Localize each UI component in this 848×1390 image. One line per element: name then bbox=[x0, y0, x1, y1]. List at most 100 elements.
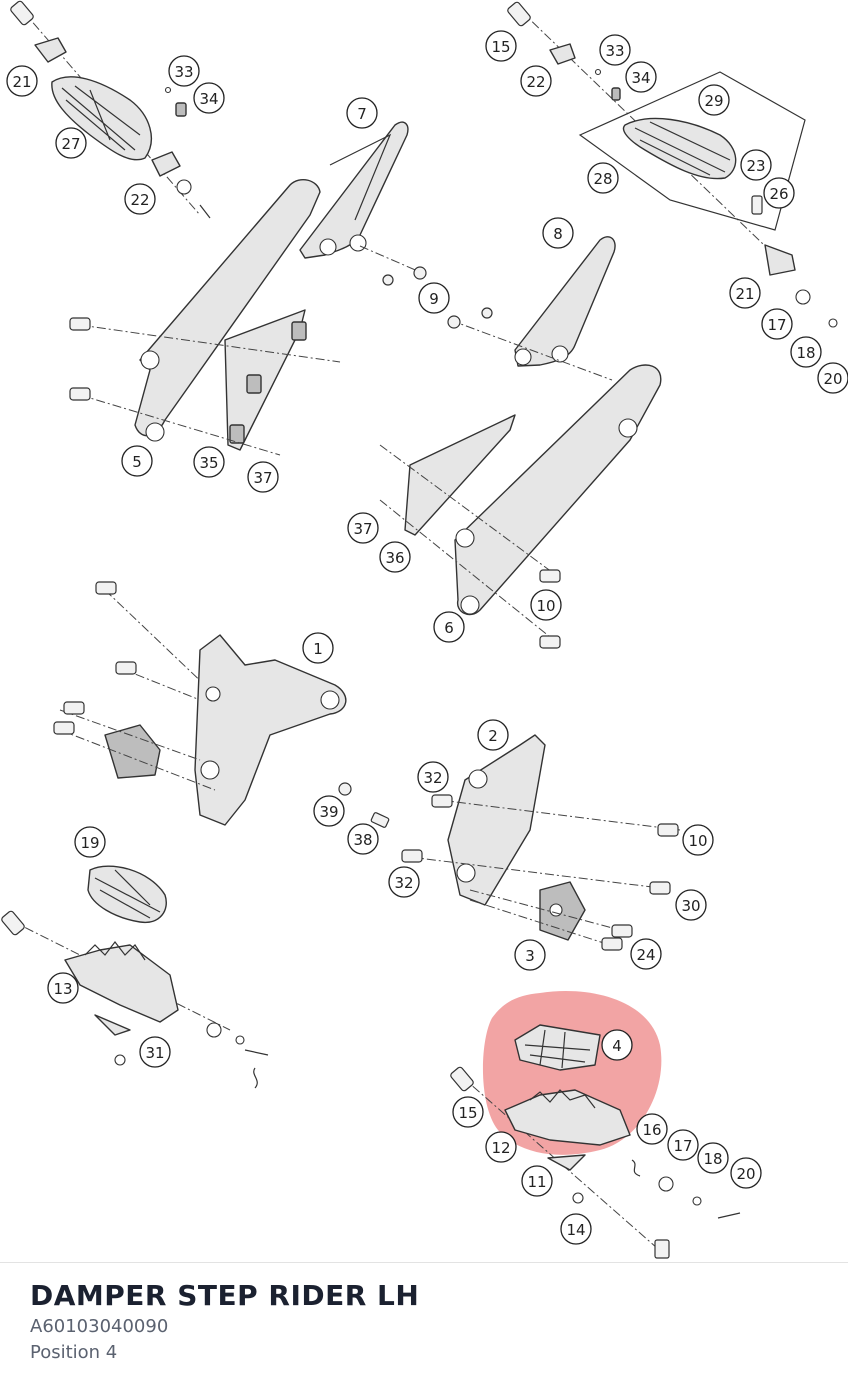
callout-36[interactable]: 36 bbox=[379, 541, 411, 573]
part-title: DAMPER STEP RIDER LH bbox=[30, 1279, 420, 1312]
callout-number: 29 bbox=[704, 92, 723, 110]
callout-number: 10 bbox=[536, 597, 555, 615]
callout-12[interactable]: 12 bbox=[485, 1131, 517, 1163]
callout-15[interactable]: 15 bbox=[485, 30, 517, 62]
part-number: A60103040090 bbox=[30, 1316, 169, 1337]
callout-number: 26 bbox=[769, 185, 788, 203]
callout-22[interactable]: 22 bbox=[124, 183, 156, 215]
callout-6[interactable]: 6 bbox=[433, 611, 465, 643]
callout-circle bbox=[697, 1142, 729, 1174]
callout-number: 9 bbox=[429, 290, 439, 308]
callout-22[interactable]: 22 bbox=[520, 65, 552, 97]
callout-34[interactable]: 34 bbox=[625, 61, 657, 93]
callout-number: 15 bbox=[458, 1104, 477, 1122]
callout-number: 4 bbox=[612, 1037, 622, 1055]
callout-14[interactable]: 14 bbox=[560, 1213, 592, 1245]
callout-number: 2 bbox=[488, 727, 498, 745]
callout-number: 28 bbox=[593, 170, 612, 188]
callout-17[interactable]: 17 bbox=[667, 1129, 699, 1161]
callout-circle bbox=[630, 938, 662, 970]
callout-number: 37 bbox=[353, 520, 372, 538]
callout-circle bbox=[388, 866, 420, 898]
callout-10[interactable]: 10 bbox=[682, 824, 714, 856]
callout-15[interactable]: 15 bbox=[452, 1096, 484, 1128]
callout-34[interactable]: 34 bbox=[193, 82, 225, 114]
callout-4[interactable]: 4 bbox=[601, 1029, 633, 1061]
callout-circle bbox=[761, 308, 793, 340]
callout-17[interactable]: 17 bbox=[761, 308, 793, 340]
callout-number: 23 bbox=[746, 157, 765, 175]
callout-33[interactable]: 33 bbox=[168, 55, 200, 87]
callout-33[interactable]: 33 bbox=[599, 34, 631, 66]
callout-circle bbox=[740, 149, 772, 181]
callout-20[interactable]: 20 bbox=[817, 362, 848, 394]
callout-28[interactable]: 28 bbox=[587, 162, 619, 194]
callout-32[interactable]: 32 bbox=[417, 761, 449, 793]
callout-29[interactable]: 29 bbox=[698, 84, 730, 116]
callout-number: 33 bbox=[605, 42, 624, 60]
callout-circle bbox=[520, 65, 552, 97]
callout-24[interactable]: 24 bbox=[630, 938, 662, 970]
callout-circle bbox=[55, 127, 87, 159]
callout-number: 31 bbox=[145, 1044, 164, 1062]
callout-circle bbox=[452, 1096, 484, 1128]
callout-circle bbox=[560, 1213, 592, 1245]
callout-9[interactable]: 9 bbox=[418, 282, 450, 314]
callout-circle bbox=[193, 446, 225, 478]
callout-21[interactable]: 21 bbox=[729, 277, 761, 309]
callout-7[interactable]: 7 bbox=[346, 97, 378, 129]
rider-footrest-bracket-right bbox=[379, 236, 662, 649]
callout-number: 12 bbox=[491, 1139, 510, 1157]
callout-number: 10 bbox=[688, 832, 707, 850]
footpeg-assembly-top-right bbox=[507, 1, 838, 328]
callout-number: 37 bbox=[253, 469, 272, 487]
callout-3[interactable]: 3 bbox=[514, 939, 546, 971]
callout-23[interactable]: 23 bbox=[740, 149, 772, 181]
callout-10[interactable]: 10 bbox=[530, 589, 562, 621]
callout-circle bbox=[121, 445, 153, 477]
callout-27[interactable]: 27 bbox=[55, 127, 87, 159]
callout-1[interactable]: 1 bbox=[302, 632, 334, 664]
callout-number: 32 bbox=[423, 769, 442, 787]
callout-26[interactable]: 26 bbox=[763, 177, 795, 209]
callout-number: 18 bbox=[703, 1150, 722, 1168]
callout-circle bbox=[485, 30, 517, 62]
callout-2[interactable]: 2 bbox=[477, 719, 509, 751]
callout-number: 27 bbox=[61, 135, 80, 153]
callout-19[interactable]: 19 bbox=[74, 826, 106, 858]
callout-circle bbox=[47, 972, 79, 1004]
callout-circle bbox=[168, 55, 200, 87]
callout-circle bbox=[417, 761, 449, 793]
callout-39[interactable]: 39 bbox=[313, 795, 345, 827]
callout-number: 3 bbox=[525, 947, 535, 965]
exploded-parts-diagram: 2127333422795353715223334292823268211718… bbox=[1, 0, 848, 1259]
callout-circle bbox=[587, 162, 619, 194]
callout-5[interactable]: 5 bbox=[121, 445, 153, 477]
callout-18[interactable]: 18 bbox=[697, 1142, 729, 1174]
callout-21[interactable]: 21 bbox=[6, 65, 38, 97]
footpeg-assembly-bottom-right bbox=[450, 1024, 741, 1259]
callout-20[interactable]: 20 bbox=[730, 1157, 762, 1189]
callout-circle bbox=[346, 97, 378, 129]
callout-13[interactable]: 13 bbox=[47, 972, 79, 1004]
callout-8[interactable]: 8 bbox=[542, 217, 574, 249]
callout-38[interactable]: 38 bbox=[347, 823, 379, 855]
callout-30[interactable]: 30 bbox=[675, 889, 707, 921]
callout-circle bbox=[193, 82, 225, 114]
callout-circle bbox=[418, 282, 450, 314]
callout-number: 39 bbox=[319, 803, 338, 821]
callout-37[interactable]: 37 bbox=[347, 512, 379, 544]
callout-11[interactable]: 11 bbox=[521, 1165, 553, 1197]
footpeg-assembly-top-left bbox=[10, 0, 211, 219]
callout-18[interactable]: 18 bbox=[790, 336, 822, 368]
callout-circle bbox=[124, 183, 156, 215]
callout-31[interactable]: 31 bbox=[139, 1036, 171, 1068]
callout-number: 21 bbox=[12, 73, 31, 91]
callout-35[interactable]: 35 bbox=[193, 446, 225, 478]
callout-16[interactable]: 16 bbox=[636, 1113, 668, 1145]
callout-circle bbox=[625, 61, 657, 93]
callout-37[interactable]: 37 bbox=[247, 461, 279, 493]
callout-32[interactable]: 32 bbox=[388, 866, 420, 898]
callout-number: 20 bbox=[736, 1165, 755, 1183]
